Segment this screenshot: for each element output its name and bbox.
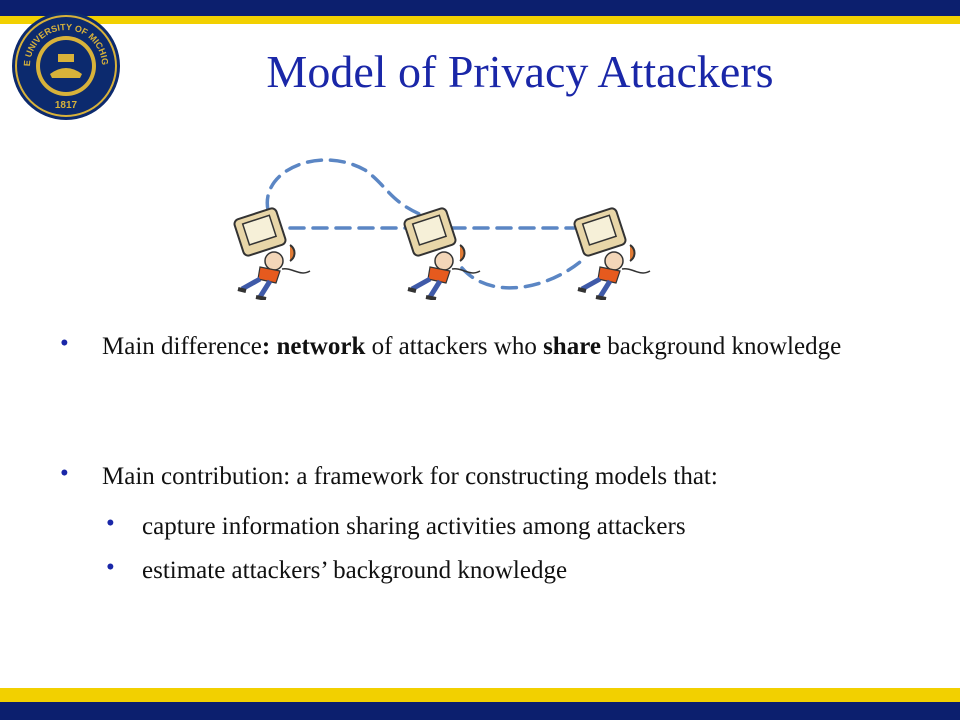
top-navy-bar bbox=[0, 0, 960, 16]
bullet-text: estimate attackers’ background knowledge bbox=[142, 557, 568, 584]
university-seal-logo: THE UNIVERSITY OF MICHIGAN 1817 bbox=[10, 10, 120, 120]
attacker-figure bbox=[233, 207, 311, 300]
top-gold-bar bbox=[0, 16, 960, 24]
network-link-arc-top bbox=[265, 158, 437, 222]
bullet-marker: • bbox=[106, 554, 115, 581]
bullet-marker: • bbox=[60, 460, 69, 487]
bullet-text: Main contribution: a framework for const… bbox=[102, 463, 718, 490]
network-link-arc-bottom bbox=[460, 260, 582, 290]
attacker-network-illustration bbox=[233, 158, 651, 300]
attacker-figure bbox=[573, 207, 651, 300]
bullet-marker: • bbox=[106, 510, 115, 537]
slide-title: Model of Privacy Attackers bbox=[266, 46, 774, 97]
attacker-figure bbox=[403, 207, 481, 300]
bullet-marker: • bbox=[60, 330, 69, 357]
seal-year: 1817 bbox=[55, 100, 78, 111]
bullet-text: Main difference: network of attackers wh… bbox=[102, 333, 842, 360]
bullet-text: capture information sharing activities a… bbox=[142, 513, 686, 540]
bottom-gold-bar bbox=[0, 688, 960, 702]
bottom-navy-bar bbox=[0, 702, 960, 720]
